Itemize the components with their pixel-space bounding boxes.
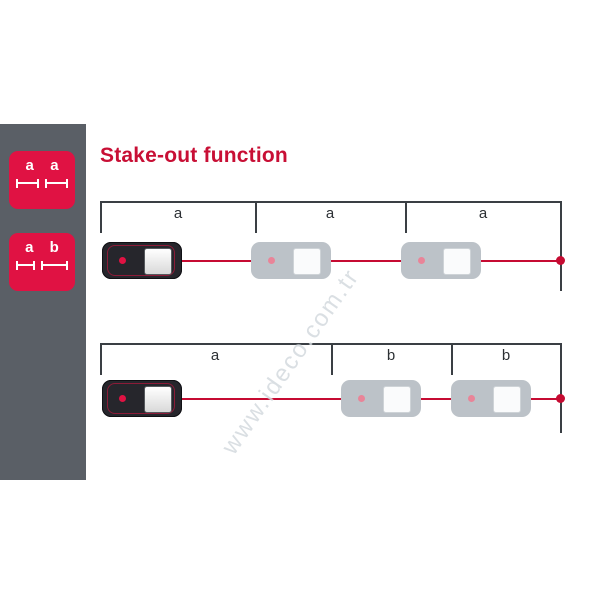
measure-arrows-icon xyxy=(9,261,75,270)
tick-mark xyxy=(331,343,333,375)
watermark: www.ideco.com.tr xyxy=(216,263,365,460)
laser-dot-icon xyxy=(418,257,425,264)
laser-dot-icon xyxy=(358,395,365,402)
device-display xyxy=(493,386,521,413)
tick-mark xyxy=(255,201,257,233)
disto-device-ghost xyxy=(451,380,531,417)
device-display xyxy=(144,248,172,275)
tick-mark xyxy=(451,343,453,375)
tile-letter-left: a xyxy=(25,239,34,256)
segment-label: b xyxy=(501,347,511,364)
page-title: Stake-out function xyxy=(100,144,288,167)
segment-label: a xyxy=(210,347,220,364)
stakeout-equal-icon: a a xyxy=(9,151,75,209)
measure-arrow-icon xyxy=(15,179,39,188)
disto-device-active xyxy=(102,242,182,279)
tick-mark xyxy=(100,343,102,375)
laser-dot-icon xyxy=(468,395,475,402)
segment-label: a xyxy=(478,205,488,222)
measure-arrow-icon xyxy=(15,261,35,270)
tick-mark xyxy=(405,201,407,233)
disto-device-ghost xyxy=(401,242,481,279)
tile-letters: a a xyxy=(9,158,75,174)
laser-line xyxy=(108,398,562,400)
disto-device-active xyxy=(102,380,182,417)
measure-arrow-icon xyxy=(41,261,69,270)
laser-line xyxy=(108,260,562,262)
stakeout-ab-icon: a b xyxy=(9,233,75,291)
laser-dot-icon xyxy=(119,395,126,402)
tile-letter-right: b xyxy=(49,239,59,256)
end-tick-mark xyxy=(560,343,562,433)
device-display xyxy=(293,248,321,275)
sidebar: a a a b xyxy=(0,124,86,480)
device-display xyxy=(443,248,471,275)
disto-device-ghost xyxy=(251,242,331,279)
dimension-line xyxy=(100,201,561,203)
segment-label: a xyxy=(325,205,335,222)
disto-device-ghost xyxy=(341,380,421,417)
tile-letter-right: a xyxy=(50,157,59,174)
target-point xyxy=(556,256,565,265)
dimension-line xyxy=(100,343,561,345)
laser-dot-icon xyxy=(268,257,275,264)
end-tick-mark xyxy=(560,201,562,291)
segment-label: b xyxy=(386,347,396,364)
tile-letter-left: a xyxy=(25,157,34,174)
target-point xyxy=(556,394,565,403)
segment-label: a xyxy=(173,205,183,222)
tick-mark xyxy=(100,201,102,233)
tile-letters: a b xyxy=(9,240,75,256)
device-display xyxy=(144,386,172,413)
device-display xyxy=(383,386,411,413)
measure-arrow-icon xyxy=(45,179,69,188)
measure-arrows-icon xyxy=(9,179,75,188)
laser-dot-icon xyxy=(119,257,126,264)
